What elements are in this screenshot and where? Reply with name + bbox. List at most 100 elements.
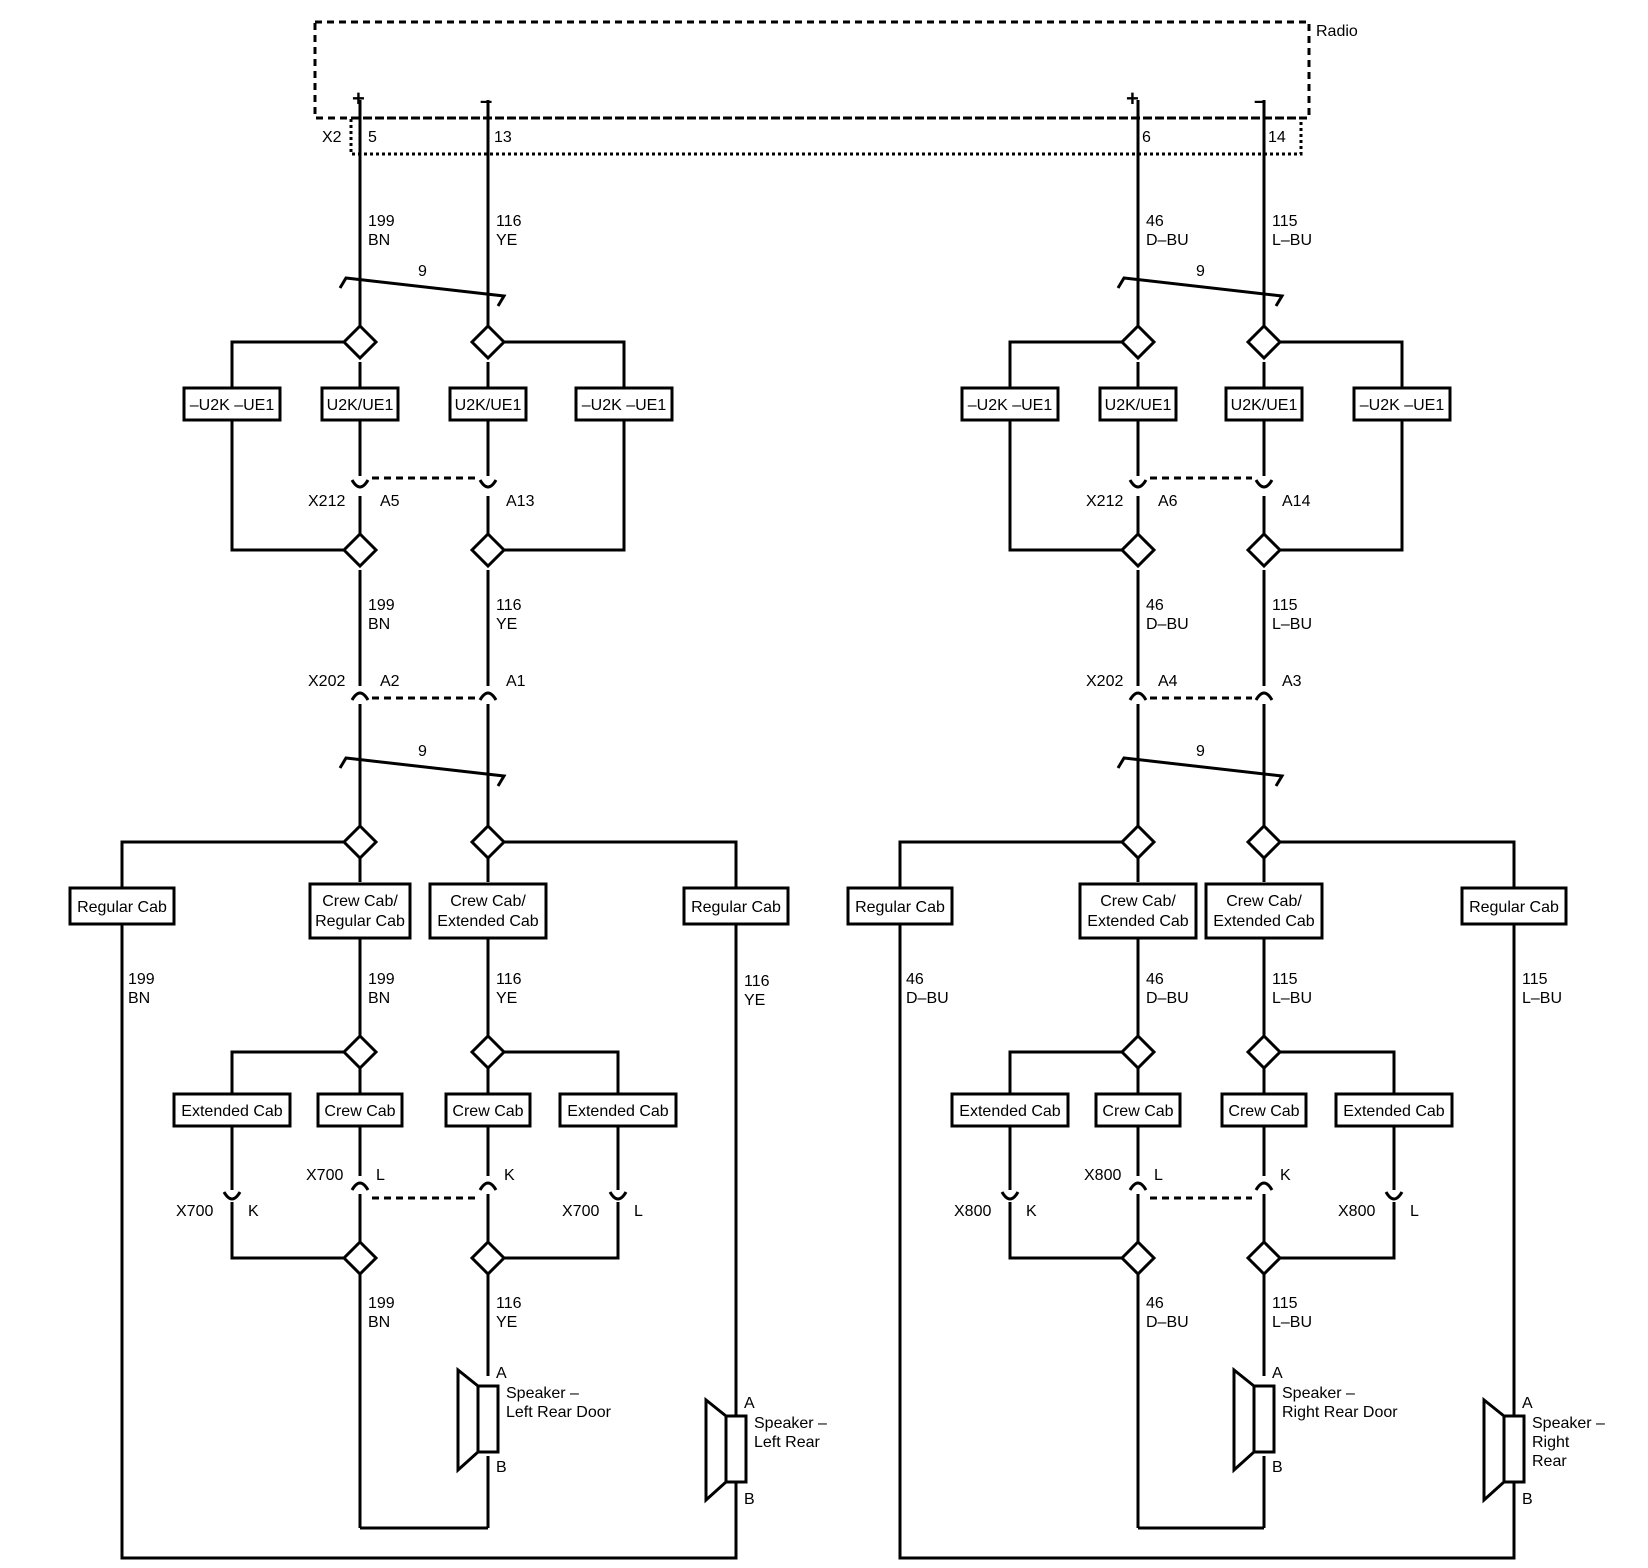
option-box: U2K/UE1 bbox=[1224, 386, 1304, 422]
option-box: –U2K –UE1 bbox=[574, 386, 674, 422]
option-box: Crew Cab bbox=[444, 1092, 532, 1128]
svg-text:Crew Cab/: Crew Cab/ bbox=[1226, 893, 1302, 910]
circuit-number: 199 bbox=[368, 597, 395, 614]
option-box: –U2K –UE1 bbox=[182, 386, 282, 422]
circuit-number: 46 bbox=[1146, 1295, 1164, 1312]
speaker-label: Speaker – bbox=[754, 1415, 827, 1432]
splice-diamond bbox=[469, 1033, 507, 1071]
connector-pin: A2 bbox=[380, 673, 400, 690]
wire-color: D–BU bbox=[1146, 616, 1189, 633]
splice-diamond bbox=[341, 531, 379, 569]
connector-label: X700 bbox=[562, 1203, 599, 1220]
splice-diamond bbox=[1119, 823, 1157, 861]
twist-mark bbox=[338, 756, 507, 787]
svg-text:U2K/UE1: U2K/UE1 bbox=[1105, 397, 1172, 414]
svg-text:Extended Cab: Extended Cab bbox=[181, 1103, 283, 1120]
right-rear-circuits: 9 9 46 D–BU 115 L–BU 46 D–BU 115 L–BU 46… bbox=[846, 100, 1605, 1560]
option-box: Crew Cab/Extended Cab bbox=[1204, 882, 1324, 940]
option-box: Crew Cab/Regular Cab bbox=[308, 882, 412, 940]
wire-color: D–BU bbox=[1146, 990, 1189, 1007]
option-box: Crew Cab bbox=[1220, 1092, 1308, 1128]
circuit-number: 199 bbox=[368, 213, 395, 230]
splice-diamond bbox=[1245, 323, 1283, 361]
connector-pin: K bbox=[1280, 1167, 1291, 1184]
twist-count-label: 9 bbox=[418, 263, 427, 280]
circuit-number: 115 bbox=[1272, 597, 1298, 614]
twist-count-label: 9 bbox=[1196, 743, 1205, 760]
svg-text:Regular Cab: Regular Cab bbox=[315, 913, 405, 930]
option-box: Extended Cab bbox=[172, 1092, 292, 1128]
circuit-number: 115 bbox=[1272, 1295, 1298, 1312]
speaker-pin-a: A bbox=[1522, 1395, 1533, 1412]
svg-text:Crew Cab: Crew Cab bbox=[1102, 1103, 1173, 1120]
wire-color: YE bbox=[496, 232, 517, 249]
svg-text:U2K/UE1: U2K/UE1 bbox=[1231, 397, 1298, 414]
speaker-pin-a: A bbox=[1272, 1365, 1283, 1382]
option-box: Regular Cab bbox=[846, 886, 954, 926]
svg-text:–U2K –UE1: –U2K –UE1 bbox=[968, 397, 1053, 414]
speaker-label: Right Rear Door bbox=[1282, 1404, 1398, 1421]
wire-color: L–BU bbox=[1522, 990, 1562, 1007]
splice-diamond bbox=[341, 1239, 379, 1277]
splice-diamond bbox=[1245, 531, 1283, 569]
wire-color: D–BU bbox=[906, 990, 949, 1007]
connector-pin: L bbox=[376, 1167, 385, 1184]
radio-pin-5: 5 bbox=[368, 129, 377, 146]
svg-text:Regular Cab: Regular Cab bbox=[691, 899, 781, 916]
svg-text:U2K/UE1: U2K/UE1 bbox=[455, 397, 522, 414]
wire-color: BN bbox=[128, 990, 150, 1007]
splice-diamond bbox=[341, 1033, 379, 1071]
circuit-number: 199 bbox=[128, 971, 155, 988]
twist-mark bbox=[1116, 276, 1285, 307]
circuit-number: 46 bbox=[906, 971, 924, 988]
speaker-pin-a: A bbox=[496, 1365, 507, 1382]
circuit-number: 199 bbox=[368, 971, 395, 988]
speaker-right-rear: A B Speaker – Right Rear bbox=[1482, 1395, 1605, 1508]
wire-color: L–BU bbox=[1272, 616, 1312, 633]
speaker-label: Right bbox=[1532, 1434, 1570, 1451]
splice-diamond bbox=[469, 823, 507, 861]
option-box: U2K/UE1 bbox=[320, 386, 400, 422]
connector-pin: A5 bbox=[380, 493, 400, 510]
svg-text:Crew Cab/: Crew Cab/ bbox=[322, 893, 398, 910]
wire-color: D–BU bbox=[1146, 1314, 1189, 1331]
radio-pin-minus-left: – bbox=[480, 88, 492, 113]
connector-pin: K bbox=[504, 1167, 515, 1184]
svg-text:Regular Cab: Regular Cab bbox=[855, 899, 945, 916]
connector-label: X800 bbox=[1338, 1203, 1375, 1220]
radio-pin-6: 6 bbox=[1142, 129, 1151, 146]
svg-text:Crew Cab/: Crew Cab/ bbox=[450, 893, 526, 910]
wire-color: BN bbox=[368, 616, 390, 633]
splice-diamond bbox=[1119, 1033, 1157, 1071]
wire-color: BN bbox=[368, 232, 390, 249]
twist-count-label: 9 bbox=[418, 743, 427, 760]
svg-text:Extended Cab: Extended Cab bbox=[437, 913, 539, 930]
svg-text:Extended Cab: Extended Cab bbox=[1087, 913, 1189, 930]
wire-color: YE bbox=[496, 1314, 517, 1331]
speaker-label: Left Rear Door bbox=[506, 1404, 612, 1421]
splice-diamond bbox=[1245, 1033, 1283, 1071]
svg-text:Regular Cab: Regular Cab bbox=[77, 899, 167, 916]
twist-mark bbox=[338, 276, 507, 307]
connector-x2-label: X2 bbox=[322, 129, 342, 146]
connector-x2-outline bbox=[349, 116, 1303, 156]
radio-pin-14: 14 bbox=[1268, 129, 1286, 146]
splice-diamond bbox=[1119, 323, 1157, 361]
splice-diamond bbox=[1245, 823, 1283, 861]
circuit-number: 46 bbox=[1146, 597, 1164, 614]
connector-pin: A14 bbox=[1282, 493, 1311, 510]
option-box: U2K/UE1 bbox=[1098, 386, 1178, 422]
svg-text:–U2K –UE1: –U2K –UE1 bbox=[582, 397, 667, 414]
circuit-number: 115 bbox=[1522, 971, 1548, 988]
radio-label: Radio bbox=[1316, 23, 1358, 40]
circuit-number: 116 bbox=[496, 1295, 522, 1312]
svg-text:Crew Cab: Crew Cab bbox=[1228, 1103, 1299, 1120]
speaker-right-rear-door: A B Speaker – Right Rear Door bbox=[1232, 1365, 1398, 1476]
splice-diamond bbox=[1119, 1239, 1157, 1277]
option-box: U2K/UE1 bbox=[448, 386, 528, 422]
speaker-label: Left Rear bbox=[754, 1434, 820, 1451]
radio-pin-plus-right: + bbox=[1126, 86, 1139, 111]
twist-count-label: 9 bbox=[1196, 263, 1205, 280]
option-box: Extended Cab bbox=[950, 1092, 1070, 1128]
twist-mark bbox=[1116, 756, 1285, 787]
